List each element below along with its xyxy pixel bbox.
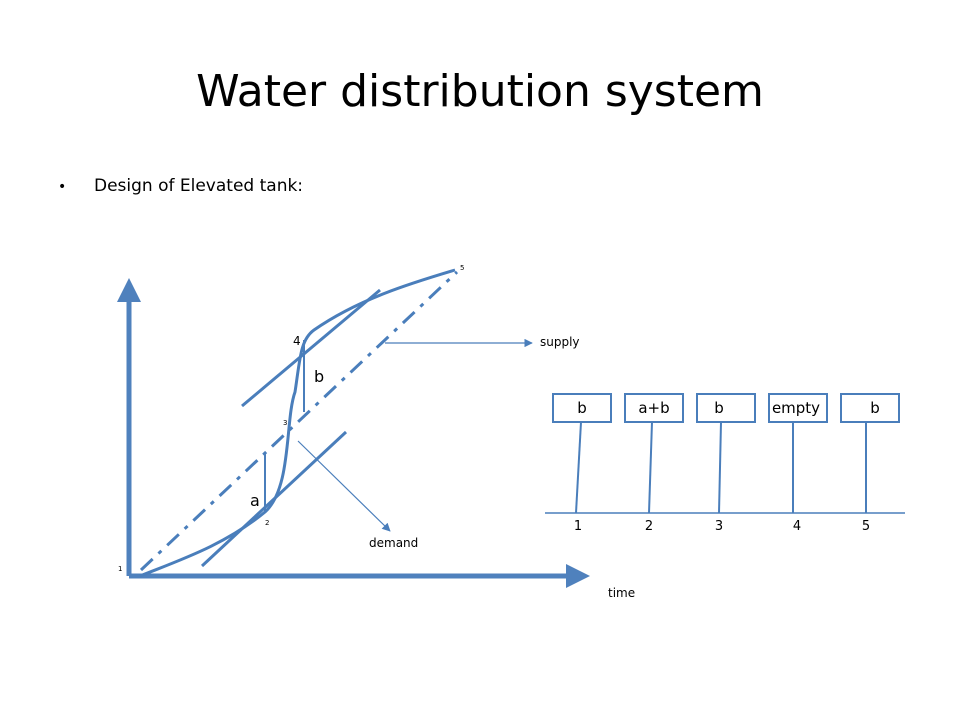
timeline-box-label: b	[714, 399, 724, 417]
upper-tangent-line	[241, 288, 381, 408]
segment-label-a: a	[250, 491, 260, 510]
timeline-box	[696, 393, 756, 423]
timeline-box	[840, 393, 900, 423]
slide-title: Water distribution system	[196, 66, 764, 117]
timeline-tick-label: 2	[645, 519, 653, 534]
timeline-tick-label: 4	[793, 519, 801, 534]
timeline-connector	[648, 421, 653, 514]
timeline-box	[624, 393, 684, 423]
point-label: 3	[283, 419, 287, 427]
point-label: 5	[460, 264, 464, 272]
bullet-dot-icon: •	[58, 179, 67, 195]
bullet-item: • Design of Elevated tank:	[58, 174, 303, 199]
segment-label-b: b	[314, 367, 324, 386]
axes	[117, 278, 590, 588]
timeline-box-label: b	[870, 399, 880, 417]
demand-label: demand	[369, 536, 418, 550]
supply-average-line	[139, 270, 459, 572]
supply-label: supply	[540, 335, 580, 349]
bullet-text: Design of Elevated tank:	[94, 176, 304, 196]
timeline-box	[768, 393, 828, 423]
timeline-box-label: b	[577, 399, 587, 417]
demand-arrow	[297, 440, 391, 532]
point-label: 1	[118, 565, 122, 573]
x-axis-arrowhead	[566, 564, 590, 588]
timeline-tick-label: 3	[715, 519, 723, 534]
point-label: 4	[293, 334, 301, 348]
timeline-connector	[575, 421, 582, 514]
y-axis-arrowhead	[117, 278, 141, 302]
mass-curve	[139, 268, 456, 578]
timeline: b a+b b empty b 1 2 3 4 5	[545, 393, 905, 534]
timeline-box-label: empty	[772, 399, 820, 417]
point-label: 2	[265, 519, 269, 527]
timeline-connector	[718, 421, 722, 514]
time-axis-label: time	[608, 586, 635, 600]
timeline-tick-label: 1	[574, 519, 582, 534]
timeline-box	[552, 393, 612, 423]
timeline-tick-label: 5	[862, 519, 870, 534]
timeline-box-label: a+b	[638, 399, 669, 417]
